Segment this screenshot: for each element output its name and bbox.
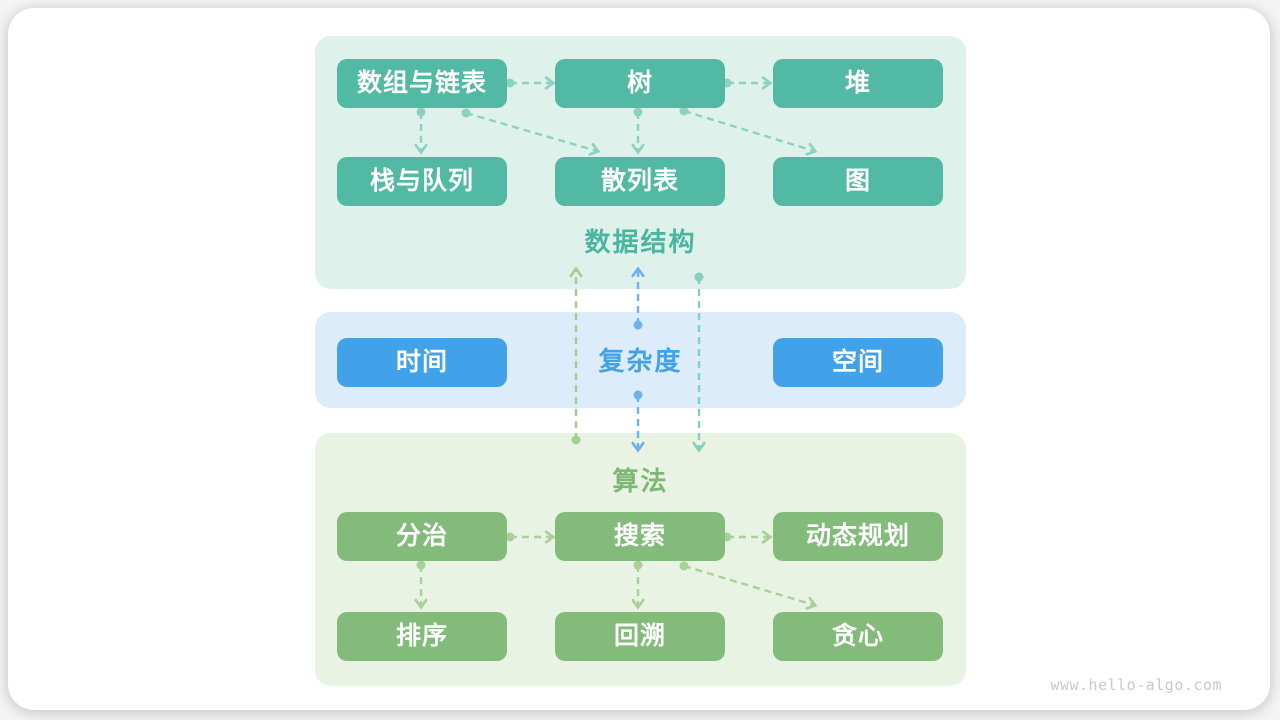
node-trees: 树 xyxy=(555,59,725,108)
node-divide-and-conquer: 分治 xyxy=(337,512,507,561)
node-dynamic-programming: 动态规划 xyxy=(773,512,943,561)
node-stacks-queues: 栈与队列 xyxy=(337,157,507,206)
label-complexity: 复杂度 xyxy=(598,346,683,376)
node-backtracking: 回溯 xyxy=(555,612,725,661)
node-graphs: 图 xyxy=(773,157,943,206)
node-hash-tables: 散列表 xyxy=(555,157,725,206)
node-heaps: 堆 xyxy=(773,59,943,108)
label-data-structures: 数据结构 xyxy=(584,227,697,257)
node-searching: 搜索 xyxy=(555,512,725,561)
node-space: 空间 xyxy=(773,338,943,387)
label-algorithms: 算法 xyxy=(612,466,669,496)
site-watermark: www.hello-algo.com xyxy=(1050,676,1222,694)
node-time: 时间 xyxy=(337,338,507,387)
node-sorting: 排序 xyxy=(337,612,507,661)
node-arrays-linked-lists: 数组与链表 xyxy=(337,59,507,108)
node-greedy: 贪心 xyxy=(773,612,943,661)
